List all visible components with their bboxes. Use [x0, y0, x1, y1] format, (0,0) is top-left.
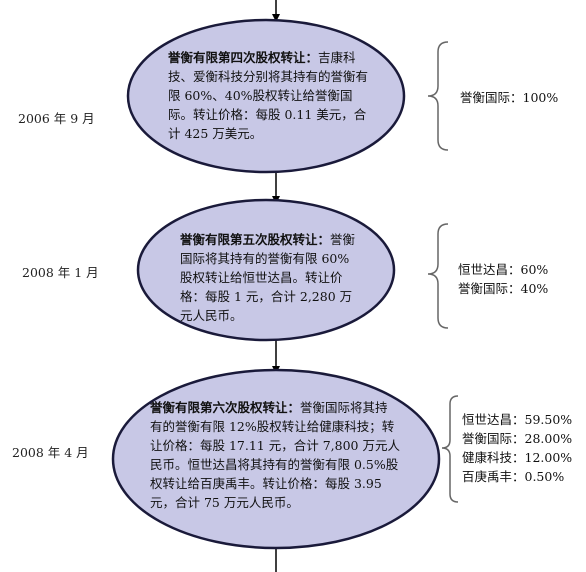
shareholders-list: 誉衡国际：100% — [460, 88, 558, 107]
step-description: 誉衡有限第五次股权转让：誉衡国际将其持有的誉衡有限 60%股权转让给恒世达昌。转… — [180, 230, 360, 325]
step-title: 誉衡有限第四次股权转让： — [168, 50, 319, 65]
shareholder-entry: 誉衡国际：28.00% — [462, 431, 573, 446]
brace-2 — [427, 223, 449, 329]
step-title: 誉衡有限第五次股权转让： — [180, 232, 331, 247]
shareholder-entry: 誉衡国际：40% — [458, 281, 549, 296]
step-description: 誉衡有限第六次股权转让：誉衡国际将其持有的誉衡有限 12%股权转让给健康科技；转… — [150, 398, 400, 512]
shareholder-entry: 百庚禹丰：0.50% — [462, 469, 565, 484]
step-body: 誉衡国际将其持有的誉衡有限 12%股权转让给健康科技；转让价格：每股 17.11… — [150, 400, 400, 510]
step-description: 誉衡有限第四次股权转让：吉康科技、爱衡科技分别将其持有的誉衡有限 60%、40%… — [168, 48, 368, 143]
shareholder-entry: 誉衡国际：100% — [460, 90, 559, 105]
step-date: 2008 年 4 月 — [12, 445, 89, 460]
step-date: 2006 年 9 月 — [18, 111, 95, 126]
step-title: 誉衡有限第六次股权转让： — [150, 400, 301, 415]
shareholder-entry: 恒世达昌：59.50% — [462, 412, 573, 427]
step-date: 2008 年 1 月 — [22, 265, 99, 280]
step-body: 誉衡国际将其持有的誉衡有限 60%股权转让给恒世达昌。转让价格：每股 1 元，合… — [180, 232, 356, 323]
shareholders-list: 恒世达昌：60% 誉衡国际：40% — [458, 260, 548, 298]
step-ellipse-1 — [126, 18, 406, 174]
step-ellipse-3 — [111, 368, 441, 550]
brace-1 — [427, 41, 449, 151]
step-body: 吉康科技、爱衡科技分别将其持有的誉衡有限 60%、40%股权转让给誉衡国际。转让… — [168, 50, 369, 141]
shareholder-entry: 健康科技：12.00% — [462, 450, 573, 465]
step-ellipse-2 — [136, 198, 396, 342]
shareholder-entry: 恒世达昌：60% — [458, 262, 549, 277]
shareholders-list: 恒世达昌：59.50% 誉衡国际：28.00% 健康科技：12.00% 百庚禹丰… — [462, 410, 572, 486]
brace-3 — [441, 395, 459, 503]
